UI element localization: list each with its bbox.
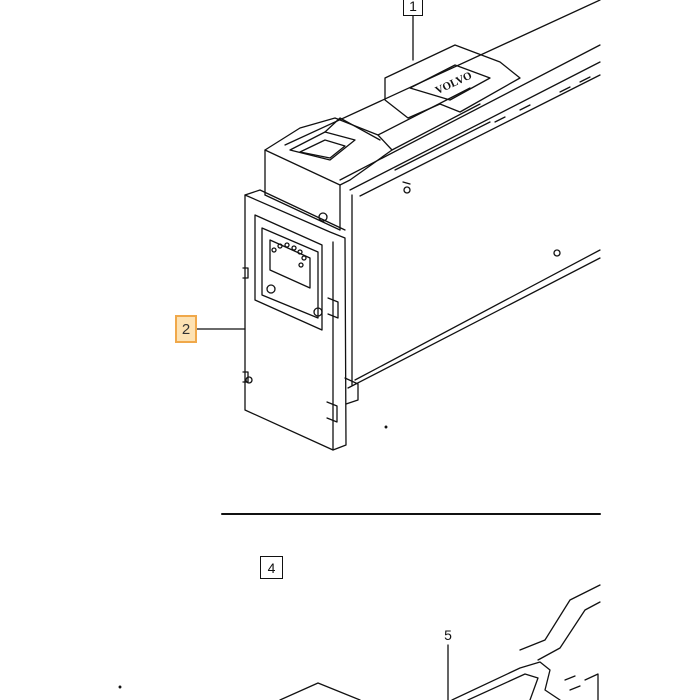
- callout-2: 2: [175, 315, 197, 343]
- lower-component: [279, 584, 601, 700]
- mounting-bracket: [242, 189, 359, 451]
- callout-5: 5: [444, 627, 452, 643]
- housing-unit: [264, 0, 601, 389]
- callout-1: 1: [403, 0, 423, 16]
- callout-4: 4: [260, 556, 283, 579]
